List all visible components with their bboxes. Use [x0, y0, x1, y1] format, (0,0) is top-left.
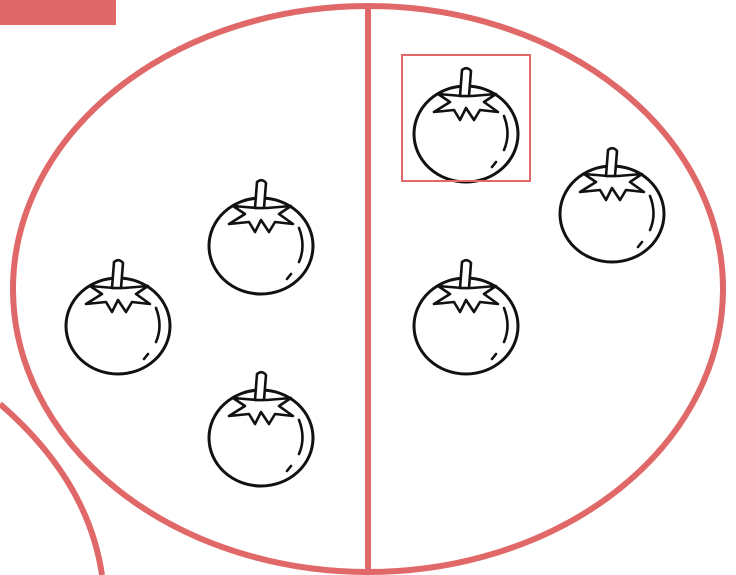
tomato-icon[interactable] [209, 180, 313, 294]
partial-circle-outline [0, 404, 102, 575]
tomato-icon[interactable] [414, 260, 518, 374]
right-group [414, 68, 664, 374]
tomato-icon[interactable] [414, 68, 518, 182]
tomato-icon[interactable] [209, 372, 313, 486]
left-group [66, 180, 313, 486]
tomato-icon[interactable] [560, 148, 664, 262]
tomato-icon[interactable] [66, 260, 170, 374]
header-tab [0, 0, 116, 25]
